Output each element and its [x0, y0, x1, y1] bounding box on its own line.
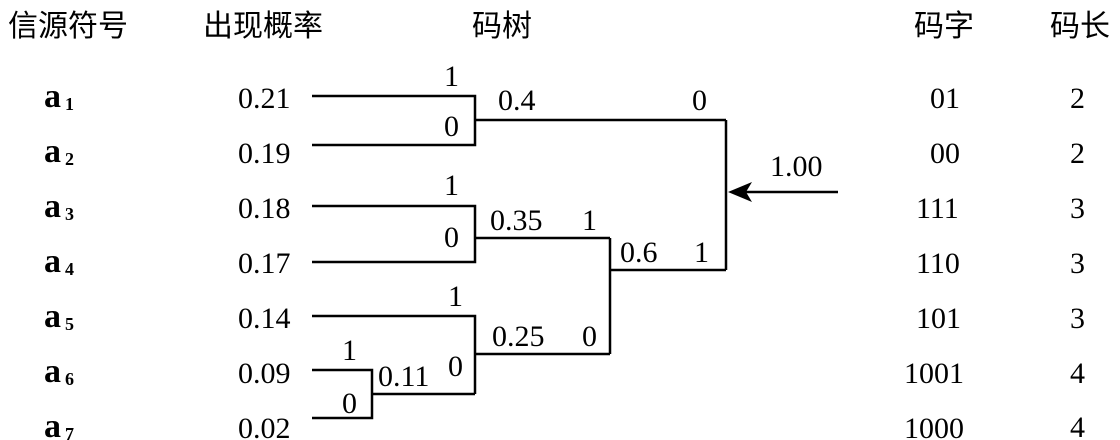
- codeword-column: 01 00 111 110 101 1001 1000: [904, 82, 964, 440]
- bit-a5: 1: [448, 280, 463, 313]
- length-column: 2 2 3 3 3 4 4: [1070, 82, 1085, 440]
- bit-n06: 1: [694, 236, 709, 269]
- node-root: 1.00: [770, 150, 823, 183]
- len-a3: 3: [1070, 192, 1085, 225]
- prob-a2: 0.19: [238, 137, 291, 170]
- bit-a2: 0: [444, 110, 459, 143]
- header-codeword: 码字: [914, 9, 974, 44]
- len-a4: 3: [1070, 247, 1085, 280]
- header-probability: 出现概率: [203, 9, 323, 44]
- node-0-4: 0.4: [498, 84, 536, 117]
- node-0-11: 0.11: [378, 360, 429, 393]
- bit-n04: 0: [692, 84, 707, 117]
- header-length: 码长: [1050, 9, 1110, 44]
- len-a1: 2: [1070, 82, 1085, 115]
- prob-a4: 0.17: [238, 247, 291, 280]
- code-a3: 111: [916, 192, 959, 225]
- bit-n025: 0: [582, 320, 597, 353]
- len-a2: 2: [1070, 137, 1085, 170]
- prob-a5: 0.14: [238, 302, 291, 335]
- branch-bits: 1 0 1 0 1 1 0 0 1 0 0 1: [342, 60, 709, 420]
- node-0-25: 0.25: [492, 320, 545, 353]
- code-tree: [312, 94, 838, 420]
- len-a7: 4: [1070, 411, 1085, 440]
- prob-a3: 0.18: [238, 192, 291, 225]
- code-a5: 101: [916, 302, 961, 335]
- bit-a4: 0: [444, 221, 459, 254]
- bit-a1: 1: [444, 60, 459, 93]
- len-a6: 4: [1070, 357, 1085, 390]
- header-symbol: 信源符号: [8, 9, 128, 44]
- edge-a5-n011: [312, 314, 477, 394]
- bit-n035: 1: [582, 204, 597, 237]
- code-a2: 00: [930, 137, 960, 170]
- code-a1: 01: [930, 82, 960, 115]
- bit-a3: 1: [444, 169, 459, 202]
- bit-n011: 0: [448, 350, 463, 383]
- bit-a7: 0: [342, 387, 357, 420]
- node-0-35: 0.35: [490, 204, 543, 237]
- prob-a7: 0.02: [238, 412, 291, 440]
- bit-a6: 1: [342, 334, 357, 367]
- prob-a1: 0.21: [238, 82, 291, 115]
- node-labels: 0.4 0.35 0.6 0.25 0.11 1.00: [378, 84, 823, 393]
- edge-a3-a4: [312, 204, 477, 264]
- node-0-6: 0.6: [620, 236, 658, 269]
- header-tree: 码树: [472, 9, 532, 44]
- code-a4: 110: [916, 247, 960, 280]
- probability-column: 0.21 0.19 0.18 0.17 0.14 0.09 0.02: [238, 82, 291, 440]
- code-a6: 1001: [904, 357, 964, 390]
- len-a5: 3: [1070, 302, 1085, 335]
- root-arrow-head: [728, 182, 752, 202]
- code-a7: 1000: [904, 412, 964, 440]
- prob-a6: 0.09: [238, 357, 291, 390]
